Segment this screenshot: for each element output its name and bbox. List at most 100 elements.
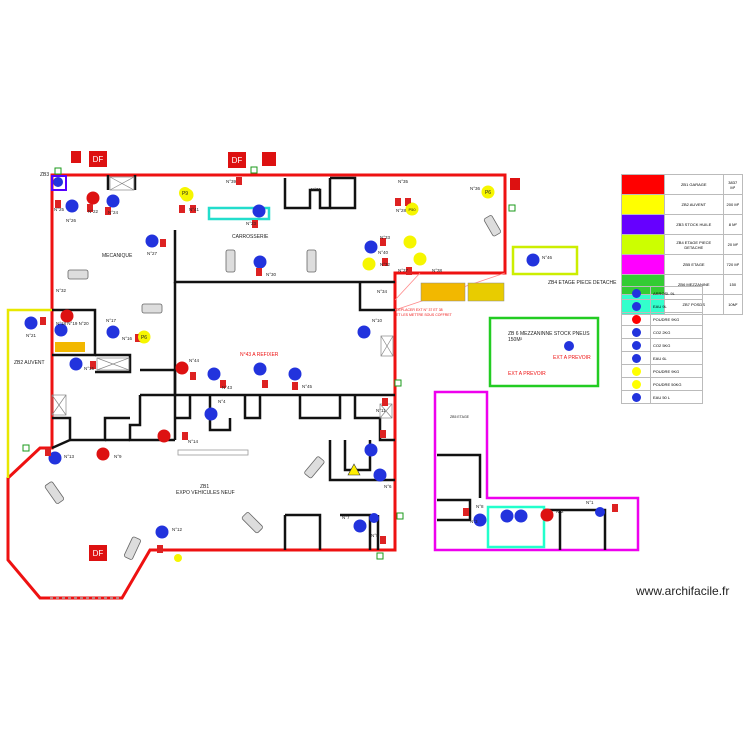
legend-zone-area: 10M² <box>722 294 744 315</box>
note-prevoir-1: EXT A PREVOIR <box>553 355 591 361</box>
svg-text:N°27: N°27 <box>147 251 158 256</box>
svg-text:N°15: N°15 <box>84 366 95 371</box>
ext-yellow <box>174 554 182 562</box>
extinguisher-icon <box>631 379 641 389</box>
ceiling-strip <box>177 449 249 456</box>
ext-blue <box>595 507 605 517</box>
zone-zb5-label: ZB5 ETAGE <box>450 415 470 419</box>
svg-text:N°4: N°4 <box>218 399 226 404</box>
extinguisher-icon <box>631 327 641 337</box>
svg-text:N°1: N°1 <box>586 500 594 505</box>
svg-text:N°41: N°41 <box>189 207 200 212</box>
svg-text:N°10: N°10 <box>372 318 383 323</box>
zone-zb6-area: 150M² <box>508 337 523 343</box>
ext-yellow <box>403 235 417 249</box>
ext-blue <box>564 341 574 351</box>
legend-ext-icon <box>621 351 651 365</box>
zone-zb3-label: ZB3 <box>40 172 49 178</box>
legend-zone-area: 200 M² <box>722 194 744 215</box>
ext-blue <box>373 468 387 482</box>
ext-red <box>175 361 189 375</box>
ext-blue <box>353 519 367 533</box>
legend-ext-name: POUDRE 50KG <box>650 377 703 391</box>
ext-blue <box>155 525 169 539</box>
df-label: DF <box>93 155 104 164</box>
ext-blue <box>526 253 540 267</box>
legend-ext-icon <box>621 299 651 313</box>
legend-zone-area: 3837 M² <box>722 174 744 195</box>
extinguisher-icon <box>631 301 641 311</box>
extinguisher-markers <box>24 177 605 562</box>
svg-text:N°26: N°26 <box>66 218 77 223</box>
svg-text:N°34: N°34 <box>377 289 388 294</box>
ext-blue <box>24 316 38 330</box>
ext-blue <box>252 204 266 218</box>
svg-text:N°7: N°7 <box>342 515 350 520</box>
ext-blue <box>48 451 62 465</box>
p-markers <box>138 186 494 343</box>
legend-ext-icon <box>621 377 651 391</box>
legend-zone-swatch <box>621 214 665 235</box>
legend-ext-name: POUDRE 9KG <box>650 312 703 326</box>
interior-walls <box>51 175 607 550</box>
ext-blue <box>145 234 159 248</box>
svg-text:N°11: N°11 <box>376 408 386 413</box>
legend-ext-row: ARROSL 9L <box>621 286 703 300</box>
ext-blue <box>53 177 63 187</box>
mecanique-label: MECANIQUE <box>102 253 133 259</box>
svg-text:N°6: N°6 <box>384 484 392 489</box>
extinguisher-icon <box>631 353 641 363</box>
extinguisher-icon <box>631 314 641 324</box>
zone-zb5-outline <box>433 390 640 552</box>
ext-blue <box>369 513 379 523</box>
svg-text:N°14: N°14 <box>188 439 199 444</box>
ext-blue <box>473 513 487 527</box>
legend-zone-swatch <box>621 194 665 215</box>
panel-orange-2 <box>467 282 505 302</box>
zone-zb6-label: ZB 6 MEZZANINNE STOCK PNEUS <box>508 331 590 337</box>
p9-label: P9 <box>182 191 188 197</box>
ext-blue <box>69 357 83 371</box>
zone-zb1-name: EXPO VEHICULES NEUF <box>176 490 235 496</box>
extinguisher-icon <box>631 288 641 298</box>
ext-blue <box>357 325 371 339</box>
zone-zb2-label: ZB2 AUVENT <box>14 360 45 366</box>
legend-ext-name: CO2 2KG <box>650 325 703 339</box>
legend-zone-name: ZB1 GARAGE <box>664 174 724 195</box>
svg-text:N°35: N°35 <box>398 179 409 184</box>
svg-text:N°32: N°32 <box>56 288 67 293</box>
ext-blue <box>65 199 79 213</box>
extinguisher-icon <box>631 392 641 402</box>
svg-text:N°12: N°12 <box>172 527 183 532</box>
svg-text:N°18 N°19 N°20: N°18 N°19 N°20 <box>56 321 89 326</box>
p6b-label: P6 <box>141 335 147 341</box>
zone-zb7-outline <box>486 505 546 549</box>
legend-zone-name: ZB3 STOCK HUILE <box>664 214 724 235</box>
legend-ext-name: EAU 6L <box>650 351 703 365</box>
legend-ext-row: POUDRE 9KG <box>621 364 703 378</box>
svg-text:N°45: N°45 <box>302 384 313 389</box>
ria-signs <box>40 177 618 553</box>
legend-ext-icon <box>621 338 651 352</box>
svg-text:N°44: N°44 <box>189 358 200 363</box>
svg-text:N°8: N°8 <box>476 504 484 509</box>
legend-ext-row: CO2 5KG <box>621 338 703 352</box>
zone-zb4-outline <box>511 245 579 276</box>
legend-ext-row: EAU 6L <box>621 351 703 365</box>
legend-ext-name: POUDRE 9KG <box>650 364 703 378</box>
df-label: DF <box>93 549 104 558</box>
ext-blue <box>253 362 267 376</box>
ext-red <box>60 309 74 323</box>
extinguisher-icon <box>631 340 641 350</box>
svg-text:N°31: N°31 <box>311 187 322 192</box>
ext-yellow <box>413 252 427 266</box>
legend-ext-icon <box>621 286 651 300</box>
ext-red <box>157 429 171 443</box>
